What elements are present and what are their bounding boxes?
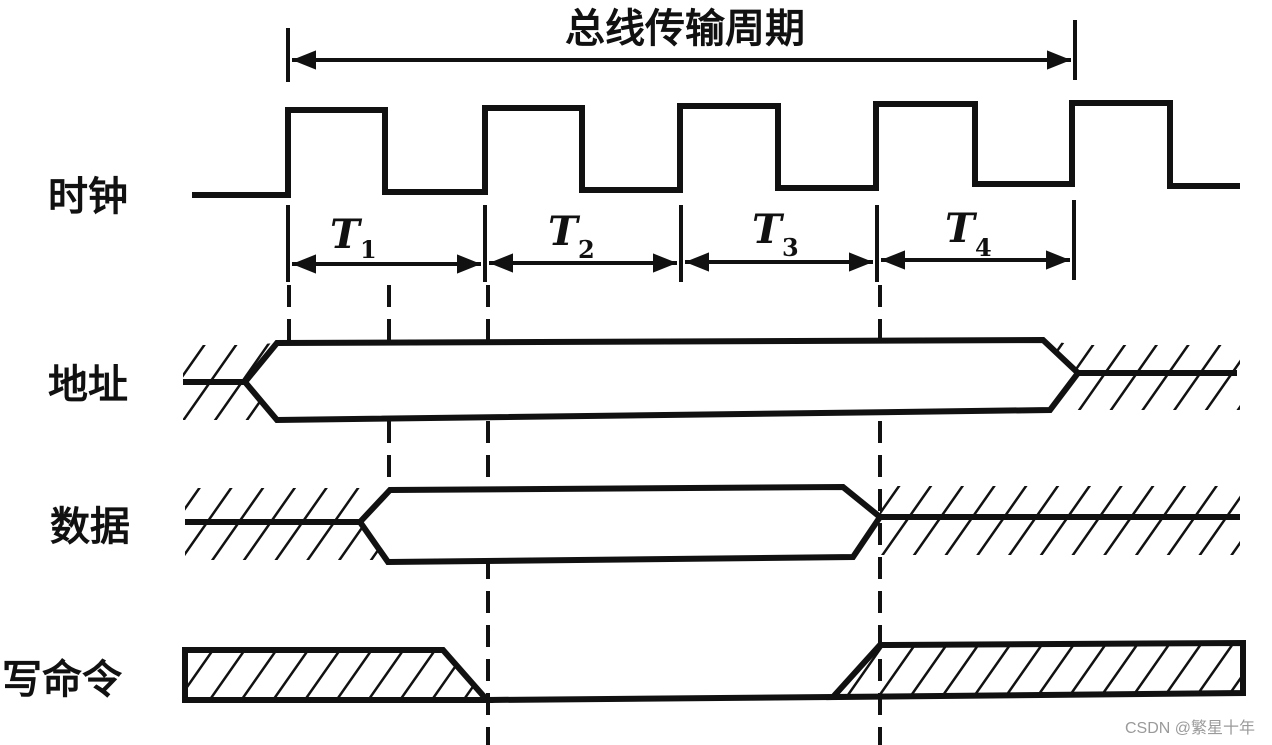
svg-text:4: 4 <box>975 233 992 262</box>
svg-text:1: 1 <box>360 235 377 264</box>
svg-text:3: 3 <box>782 233 799 262</box>
svg-text:T: T <box>330 211 363 258</box>
svg-text:T: T <box>752 206 785 253</box>
watermark: CSDN @繁星十年 <box>1125 719 1255 737</box>
period-label-t2: T 2 <box>548 208 595 264</box>
clock-waveform <box>192 100 1240 198</box>
svg-text:2: 2 <box>578 235 595 264</box>
period-label-t3: T 3 <box>752 206 799 262</box>
title: 总线传输周期 <box>565 6 805 52</box>
svg-text:T: T <box>548 208 581 255</box>
data-bus <box>185 483 1240 566</box>
clock-label: 时钟 <box>48 174 128 220</box>
svg-text:T: T <box>945 205 978 252</box>
write-command-signal <box>182 639 1246 703</box>
period-label-t1: T 1 <box>330 211 377 264</box>
period-markers <box>286 200 1076 282</box>
bus-cycle-span: 总线传输周期 <box>286 6 1077 82</box>
address-bus <box>183 335 1240 424</box>
address-label: 地址 <box>48 362 128 408</box>
data-label: 数据 <box>50 504 130 550</box>
write-command-label: 写命令 <box>2 657 123 703</box>
period-label-t4: T 4 <box>945 205 992 262</box>
